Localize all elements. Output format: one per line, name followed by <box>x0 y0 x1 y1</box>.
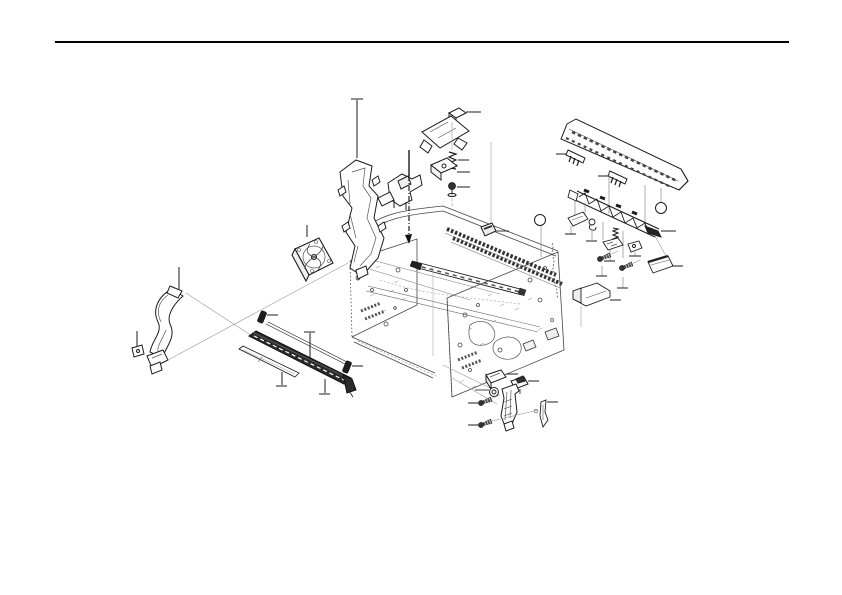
bushing <box>475 387 499 397</box>
rail-cap-left <box>256 309 278 325</box>
exit-guide-rail <box>560 118 689 191</box>
tapping-screw-d <box>468 408 539 429</box>
exit-rail-group <box>556 118 689 226</box>
feed-rail <box>248 330 357 398</box>
bottom-bracket-group <box>442 364 558 432</box>
solenoid-bracket <box>387 173 423 210</box>
tapping-screw-b <box>617 259 641 289</box>
lower-rail-group <box>238 309 363 398</box>
latch-lever <box>430 157 470 182</box>
duct-block <box>146 349 169 375</box>
actuator-lever <box>539 399 558 429</box>
sensor-chip <box>480 222 509 237</box>
top-bracket-group <box>387 107 481 244</box>
truss-bar-group <box>565 188 683 327</box>
air-duct-rear <box>572 282 621 327</box>
rear-truss-bar <box>567 188 660 238</box>
comb-clip-b <box>598 170 628 188</box>
wire-clip <box>586 218 597 242</box>
cable-harness <box>551 242 559 299</box>
cover-plate <box>647 235 683 274</box>
transfer-front-bar <box>409 260 527 297</box>
mount-square <box>131 331 145 358</box>
mylar-strip <box>238 345 300 387</box>
clip-plate <box>565 211 589 235</box>
holder-bracket <box>500 383 520 432</box>
mount-bracket-top <box>419 115 470 154</box>
fan-duct-bracket <box>337 98 395 280</box>
bar-end-cap <box>644 225 676 238</box>
sensor-housing <box>485 369 518 391</box>
right-side-plate <box>446 251 565 398</box>
rail-cap-right <box>341 359 363 375</box>
callout-balloon-2 <box>655 202 667 214</box>
plunger-pin <box>447 182 470 197</box>
comb-clip-a <box>556 149 586 167</box>
tapping-screw-c <box>468 394 501 407</box>
tapping-screw-a <box>596 250 619 277</box>
guide-clip <box>627 240 643 257</box>
s-duct-group <box>131 262 349 375</box>
cooling-fan <box>291 225 334 283</box>
callout-balloon-1 <box>534 214 546 257</box>
latch-clip <box>602 237 624 262</box>
s-curve-duct <box>149 285 184 359</box>
